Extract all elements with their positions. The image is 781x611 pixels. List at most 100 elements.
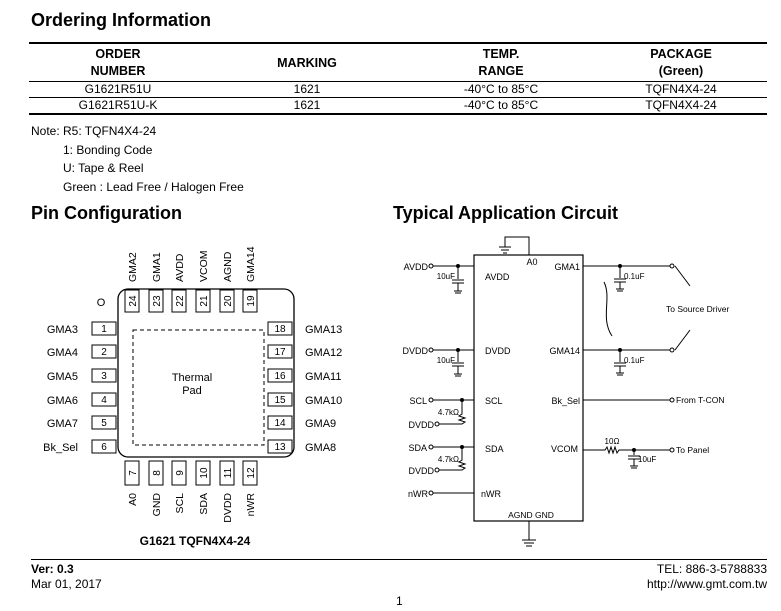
resistor-icon xyxy=(439,447,467,471)
tel-label: TEL: 886-3-5788833 xyxy=(656,562,767,576)
pin-number: 12 xyxy=(246,467,257,479)
thermal-pad-label-1: Thermal xyxy=(172,372,212,384)
cap-value: 0.1uF xyxy=(624,356,645,365)
terminal-icon xyxy=(434,421,440,427)
break-mark xyxy=(603,281,613,337)
from-tcon-label: From T-CON xyxy=(676,395,724,405)
ordering-notes: Note: R5: TQFN4X4-24 1: Bonding Code U: … xyxy=(31,122,244,196)
pin-box xyxy=(91,392,117,407)
pin-name: GMA13 xyxy=(305,324,342,336)
capacitor-icon xyxy=(628,450,640,469)
thermal-pad-label-2: Pad xyxy=(182,385,202,397)
pin-name: GMA1 xyxy=(151,252,163,282)
pin-number: 14 xyxy=(274,418,286,429)
ic-pin-label: SDA xyxy=(485,444,504,454)
pin-name: DVDD xyxy=(222,493,234,523)
ground-icon xyxy=(522,539,536,547)
pin-number: 13 xyxy=(274,442,286,453)
table-row: G1621R51U 1621 -40°C to 85°C TQFN4X4-24 xyxy=(29,81,767,98)
pin-number: 10 xyxy=(199,467,210,479)
terminal-icon xyxy=(428,347,434,353)
pin1-mark: O xyxy=(97,297,106,309)
capacitor-icon xyxy=(614,350,626,376)
pin-number: 3 xyxy=(101,371,107,382)
pin-number: 9 xyxy=(175,470,186,476)
pin-number: 23 xyxy=(152,295,163,307)
pin-name: nWR xyxy=(245,493,257,517)
ext-label: SDA xyxy=(408,443,427,453)
pin-number: 18 xyxy=(274,324,286,335)
application-circuit-diagram: AVDD DVDD SCL SDA nWR DVDD DVDD AVDD DVD… xyxy=(402,236,729,547)
pin-number: 21 xyxy=(199,295,210,307)
ic-pin-label: GMA1 xyxy=(554,262,580,272)
version-label: Ver: 0.3 xyxy=(31,562,74,576)
pin-number: 1 xyxy=(101,324,107,335)
ext-label: SCL xyxy=(409,396,427,406)
pin-name: AVDD xyxy=(174,253,186,282)
table-cell: 1621 xyxy=(207,97,407,115)
pin-number: 20 xyxy=(223,295,234,307)
pin-name: GMA6 xyxy=(47,395,78,407)
cap-value: 10uF xyxy=(437,272,455,281)
table-cell: -40°C to 85°C xyxy=(407,81,595,98)
pin-box xyxy=(91,439,117,454)
pin-name: GMA9 xyxy=(305,418,336,430)
pin-name: SCL xyxy=(174,493,186,514)
table-cell: G1621R51U xyxy=(29,81,207,98)
ic-pin-label: GMA14 xyxy=(549,346,580,356)
pin-number: 8 xyxy=(152,470,163,476)
pin-number: 17 xyxy=(274,347,286,358)
pullup-label: DVDD xyxy=(408,420,434,430)
pin-name: VCOM xyxy=(198,251,210,283)
pin-name: GMA12 xyxy=(305,347,342,359)
ic-pin-label: A0 xyxy=(526,257,537,267)
ext-label: nWR xyxy=(408,489,429,499)
header-package: PACKAGE(Green) xyxy=(595,42,767,82)
terminal-icon xyxy=(428,397,434,403)
pin-name: AGND xyxy=(222,251,234,282)
pin-name: GMA10 xyxy=(305,395,342,407)
pin-box xyxy=(148,289,164,313)
pin-name: GMA2 xyxy=(127,252,139,282)
package-body xyxy=(117,288,295,458)
pin-name: GND xyxy=(151,493,163,517)
ic-pin-label: AGND GND xyxy=(508,510,554,520)
pin-number: 7 xyxy=(128,470,139,476)
pin-box xyxy=(267,344,293,359)
terminal-icon xyxy=(669,347,675,353)
capacitor-icon xyxy=(452,350,464,377)
bottom-pins: 7 8 9 10 11 12 A0 GND SCL SDA DVDD nWR xyxy=(124,460,258,523)
capacitor-icon xyxy=(614,266,626,292)
pin-box xyxy=(219,289,235,313)
pin-number: 5 xyxy=(101,418,107,429)
pin-box xyxy=(124,289,140,313)
pin-number: 2 xyxy=(101,347,107,358)
source-bracket xyxy=(674,265,691,351)
note-item: U: Tape & Reel xyxy=(63,161,144,175)
ic-pin-label: nWR xyxy=(481,489,502,499)
pin-configuration-diagram: Thermal Pad O 24 23 22 21 20 19 GMA2 GMA… xyxy=(43,246,342,548)
pin-box xyxy=(171,460,187,486)
cap-value: 10uF xyxy=(437,356,455,365)
res-value: 4.7kΩ xyxy=(438,408,459,417)
ordering-title: Ordering Information xyxy=(31,10,211,30)
pin-number: 19 xyxy=(246,295,257,307)
pin-name: GMA3 xyxy=(47,324,78,336)
terminal-icon xyxy=(669,263,675,269)
a0-wire xyxy=(504,236,530,255)
date-label: Mar 01, 2017 xyxy=(31,577,102,591)
res-value: 4.7kΩ xyxy=(438,455,459,464)
website-link[interactable]: http://www.gmt.com.tw xyxy=(646,577,767,591)
package-caption: G1621 TQFN4X4-24 xyxy=(140,534,251,548)
terminal-icon xyxy=(434,467,440,473)
note-lead: Note: R5: TQFN4X4-24 xyxy=(31,124,157,138)
ic-body xyxy=(473,254,584,522)
right-pins: 18 17 16 15 14 13 GMA13 GMA12 GMA11 GMA1… xyxy=(267,321,342,454)
ic-pin-label: VCOM xyxy=(551,444,578,454)
table-cell: TQFN4X4-24 xyxy=(595,81,767,98)
table-cell: TQFN4X4-24 xyxy=(595,97,767,115)
to-source-label: To Source Driver xyxy=(666,304,729,314)
note-item: Green : Lead Free / Halogen Free xyxy=(63,179,244,194)
ic-pin-label: Bk_Sel xyxy=(551,396,580,406)
